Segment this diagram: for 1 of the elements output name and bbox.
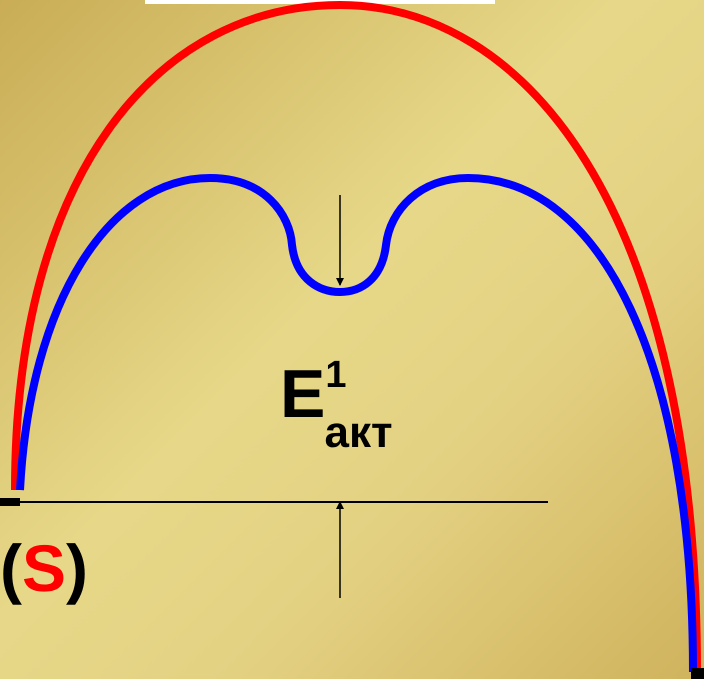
substrate-label: (S) [0, 530, 88, 606]
